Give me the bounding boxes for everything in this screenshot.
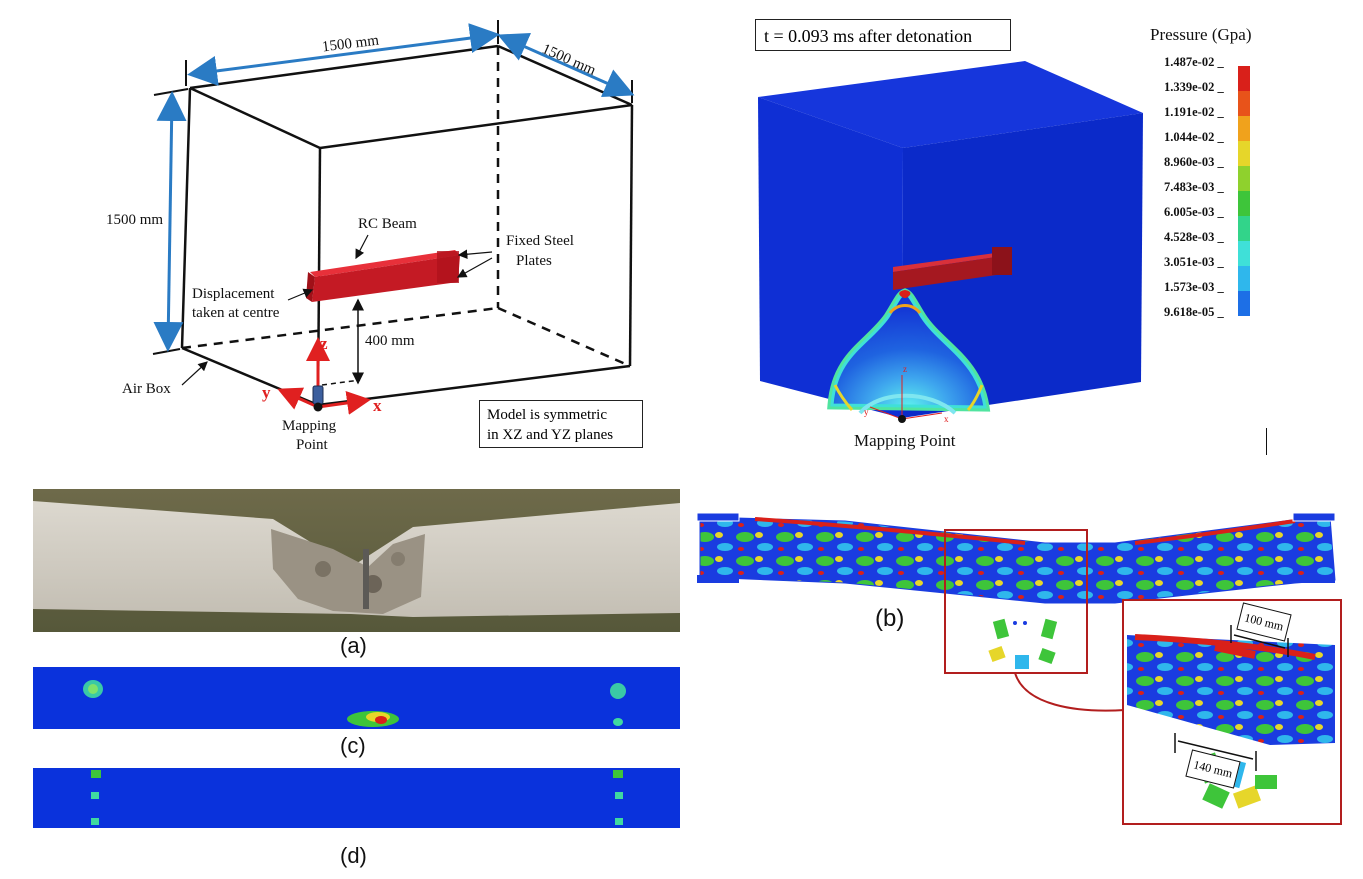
caption-c: (c) xyxy=(340,733,366,758)
legend-labels: 1.487e-02 _ 1.339e-02 _ 1.191e-02 _ 1.044e-… xyxy=(1164,55,1244,325)
legend-title: Pressure (Gpa) xyxy=(1150,25,1252,44)
caption-b: (b) xyxy=(875,605,905,632)
legend-value: 7.483e-03 _ xyxy=(1164,180,1224,194)
axis-z-label: z xyxy=(320,334,328,353)
legend-color-segment xyxy=(1238,216,1250,241)
beam-label: RC Beam xyxy=(358,216,417,232)
plates-label-2: Plates xyxy=(516,253,552,269)
damage-strip-c xyxy=(33,667,680,729)
cube-axis-y: y xyxy=(864,407,869,417)
height-label: 400 mm xyxy=(365,333,415,349)
mapping-point-label-2: Point xyxy=(296,437,328,453)
hidden-edges xyxy=(181,46,631,368)
mapping-point-label: Mapping Point xyxy=(854,431,956,450)
legend-value: 8.960e-03 _ xyxy=(1164,155,1224,169)
legend-value: 1.487e-02 _ xyxy=(1164,55,1224,69)
caption-d: (d) xyxy=(340,843,367,868)
schematic-diagram xyxy=(152,20,635,415)
displacement-label-1: Displacement xyxy=(192,286,275,302)
symmetry-note-line-1: Model is symmetric xyxy=(487,407,607,423)
cube-axis-x: x xyxy=(944,414,949,424)
legend-value: 1.191e-02 _ xyxy=(1164,105,1224,119)
legend-color-bar xyxy=(1238,66,1250,316)
damage-strip-d xyxy=(33,768,680,828)
legend-color-segment xyxy=(1238,116,1250,141)
legend-value: 9.618e-05 _ xyxy=(1164,305,1224,319)
cube-axis-z: z xyxy=(903,364,907,374)
symmetry-note-line-2: in XZ and YZ planes xyxy=(487,427,614,443)
legend-color-segment xyxy=(1238,66,1250,91)
legend-value: 1.044e-02 _ xyxy=(1164,130,1224,144)
pressure-contour-cube xyxy=(758,61,1143,423)
legend-value: 3.051e-03 _ xyxy=(1164,255,1224,269)
divider-line xyxy=(1266,428,1267,455)
axis-x-label: x xyxy=(373,396,382,415)
legend-color-segment xyxy=(1238,291,1250,316)
displacement-label-2: taken at centre xyxy=(192,305,280,321)
legend-value: 4.528e-03 _ xyxy=(1164,230,1224,244)
dim-label-left: 1500 mm xyxy=(106,212,164,228)
legend-value: 1.573e-03 _ xyxy=(1164,280,1224,294)
symmetry-note: Model is symmetric in XZ and YZ planes xyxy=(479,400,643,448)
legend-color-segment xyxy=(1238,141,1250,166)
legend-value: 1.339e-02 _ xyxy=(1164,80,1224,94)
caption-a: (a) xyxy=(340,633,367,658)
legend-value: 6.005e-03 _ xyxy=(1164,205,1224,219)
legend-color-segment xyxy=(1238,191,1250,216)
legend-color-segment xyxy=(1238,166,1250,191)
time-label: t = 0.093 ms after detonation xyxy=(755,19,1011,51)
legend-color-segment xyxy=(1238,241,1250,266)
axis-y-label: y xyxy=(262,383,271,402)
simulated-beam-panel xyxy=(696,512,1342,825)
legend-color-segment xyxy=(1238,266,1250,291)
air-box-label: Air Box xyxy=(122,381,171,397)
legend-color-segment xyxy=(1238,91,1250,116)
mapping-point-label-1: Mapping xyxy=(282,418,337,434)
rc-beam xyxy=(306,250,460,302)
plates-label-1: Fixed Steel xyxy=(506,233,574,249)
beam-photo xyxy=(33,489,680,632)
